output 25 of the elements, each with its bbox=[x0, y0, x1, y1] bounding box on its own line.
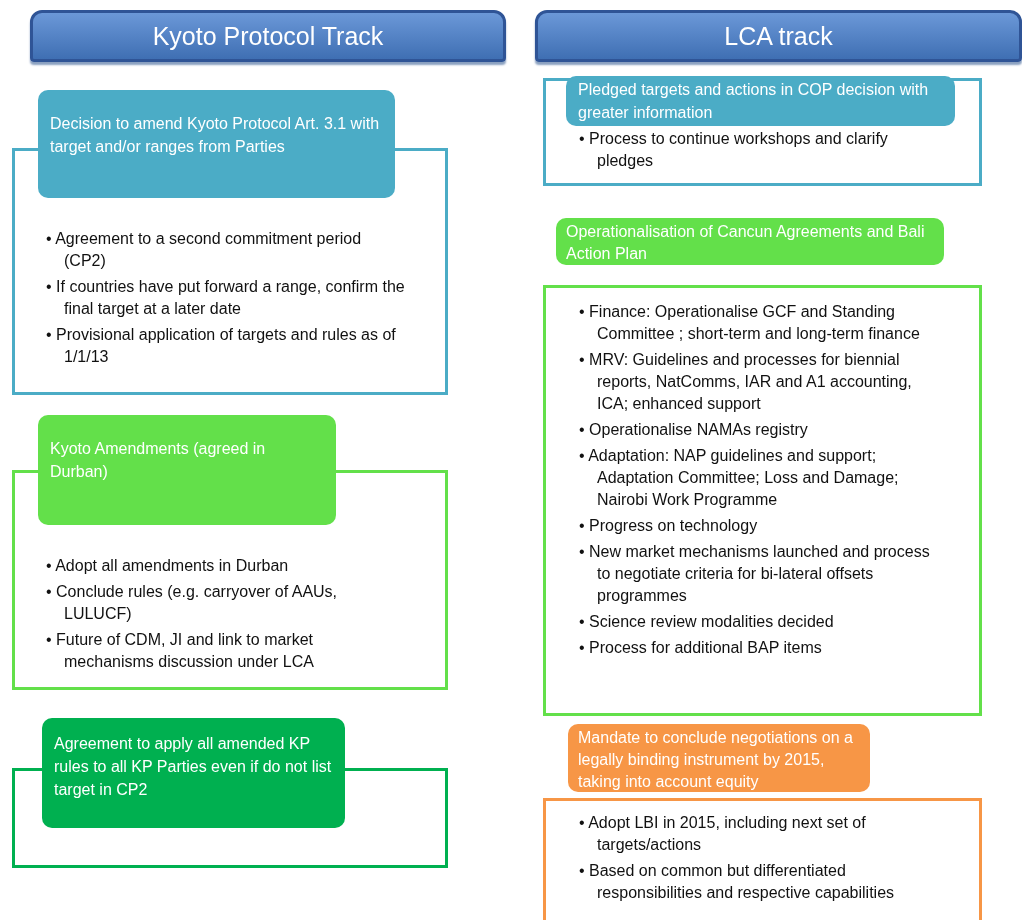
heading-tab: Decision to amend Kyoto Protocol Art. 3.1 with target and/or ranges from Parties bbox=[38, 90, 395, 198]
heading-tab: Kyoto Amendments (agreed in Durban) bbox=[38, 415, 336, 525]
track-header: LCA track bbox=[535, 10, 1022, 62]
bullet-point: • New market mechanisms launched and process to negotiate criteria for bi-lateral offsets programmes bbox=[579, 542, 931, 606]
bullet-point: • Adaptation: NAP guidelines and support; Adaptation Committee; Loss and Damage; Nairobi Work Programme bbox=[579, 446, 900, 510]
bullet-point: • Agreement to a second commitment period (CP2) bbox=[46, 229, 363, 271]
bullet-point: • Operationalise NAMAs registry bbox=[579, 420, 809, 440]
heading-tab: Agreement to apply all amended KP rules to all KP Parties even if do not list target in CP2 bbox=[42, 718, 345, 828]
heading-tab: Mandate to conclude negotiations on a legally binding instrument by 2015, taking into account equity bbox=[568, 724, 870, 792]
bullet-point: • Provisional application of targets and rules as of 1/1/13 bbox=[46, 325, 397, 367]
bullet-point: • Based on common but differentiated responsibilities and respective capabilities bbox=[579, 861, 896, 903]
bullet-point: • Science review modalities decided bbox=[579, 612, 835, 632]
track-header: Kyoto Protocol Track bbox=[30, 10, 506, 62]
bullet-point: • Conclude rules (e.g. carryover of AAUs, LULUCF) bbox=[46, 582, 339, 624]
bullet-point: • Future of CDM, JI and link to market mechanisms discussion under LCA bbox=[46, 630, 315, 672]
bullet-point: • Process to continue workshops and clarify pledges bbox=[579, 129, 889, 171]
bullet-point: • Process for additional BAP items bbox=[579, 638, 823, 658]
bullet-point: • Progress on technology bbox=[579, 516, 759, 536]
bullet-point: • If countries have put forward a range, confirm the final target at a later date bbox=[46, 277, 406, 319]
bullet-point: • MRV: Guidelines and processes for biennial reports, NatComms, IAR and A1 accounting, ICA; enhanced support bbox=[579, 350, 913, 414]
bullet-point: • Adopt all amendments in Durban bbox=[46, 556, 290, 576]
bullet-point: • Finance: Operationalise GCF and Standing Committee ; short-term and long-term finance bbox=[579, 302, 921, 344]
heading-tab: Operationalisation of Cancun Agreements and Bali Action Plan bbox=[556, 218, 944, 265]
bullet-point: • Adopt LBI in 2015, including next set of targets/actions bbox=[579, 813, 867, 855]
heading-tab: Pledged targets and actions in COP decision with greater information bbox=[566, 76, 955, 126]
